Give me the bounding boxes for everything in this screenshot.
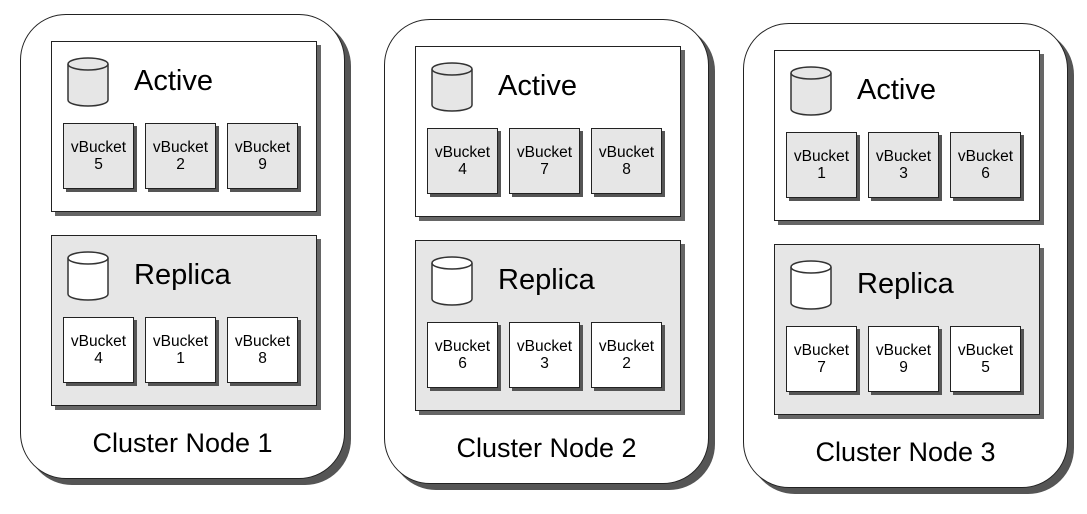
replica-panel: Replica vBucket 7 vBucket 9 vBucket 5	[774, 244, 1040, 415]
vbucket-label: vBucket	[234, 333, 291, 350]
cluster-node-label: Cluster Node 2	[456, 433, 637, 463]
vbucket-number: 6	[458, 355, 467, 372]
vbucket: vBucket 4	[427, 128, 498, 194]
database-icon	[67, 251, 109, 301]
replica-title: Replica	[857, 268, 954, 300]
vbucket-number: 5	[981, 359, 990, 376]
vbucket: vBucket 3	[509, 322, 580, 388]
cluster-node-2: Active vBucket 4 vBucket 7 vBucket 8 Rep…	[384, 19, 709, 484]
vbucket-number: 1	[817, 165, 826, 182]
replica-title: Replica	[498, 264, 595, 296]
vbucket-number: 4	[94, 350, 103, 367]
replica-panel: Replica vBucket 4 vBucket 1 vBucket 8	[51, 235, 317, 406]
vbucket-label: vBucket	[434, 338, 491, 355]
vbucket-number: 8	[258, 350, 267, 367]
vbucket-label: vBucket	[875, 148, 932, 165]
vbucket: vBucket 1	[786, 132, 857, 198]
vbucket: vBucket 7	[509, 128, 580, 194]
vbucket-label: vBucket	[516, 144, 573, 161]
cluster-node-label: Cluster Node 1	[92, 428, 273, 458]
vbucket-label: vBucket	[598, 338, 655, 355]
vbucket-number: 1	[176, 350, 185, 367]
vbucket-label: vBucket	[70, 333, 127, 350]
vbucket-number: 8	[622, 161, 631, 178]
vbucket-label: vBucket	[70, 139, 127, 156]
vbucket-label: vBucket	[793, 342, 850, 359]
vbucket-label: vBucket	[434, 144, 491, 161]
vbucket: vBucket 9	[868, 326, 939, 392]
vbucket-label: vBucket	[152, 139, 209, 156]
vbucket-number: 3	[540, 355, 549, 372]
database-icon	[431, 256, 473, 306]
vbucket-number: 2	[622, 355, 631, 372]
active-title: Active	[857, 74, 936, 106]
vbucket-number: 2	[176, 156, 185, 173]
vbucket-number: 7	[540, 161, 549, 178]
cluster-node-3: Active vBucket 1 vBucket 3 vBucket 6 Rep…	[743, 23, 1068, 488]
vbucket-number: 3	[899, 165, 908, 182]
database-icon	[790, 260, 832, 310]
vbucket-number: 4	[458, 161, 467, 178]
vbucket-label: vBucket	[875, 342, 932, 359]
cluster-node-1: Active vBucket 5 vBucket 2 vBucket 9 Rep…	[20, 14, 345, 479]
database-icon	[67, 57, 109, 107]
database-icon	[790, 66, 832, 116]
vbucket-label: vBucket	[516, 338, 573, 355]
vbucket: vBucket 7	[786, 326, 857, 392]
vbucket-number: 6	[981, 165, 990, 182]
active-panel: Active vBucket 4 vBucket 7 vBucket 8	[415, 46, 681, 217]
vbucket-number: 9	[258, 156, 267, 173]
vbucket: vBucket 4	[63, 317, 134, 383]
vbucket: vBucket 2	[591, 322, 662, 388]
active-title: Active	[498, 70, 577, 102]
vbucket: vBucket 3	[868, 132, 939, 198]
vbucket: vBucket 2	[145, 123, 216, 189]
vbucket-label: vBucket	[234, 139, 291, 156]
replica-panel: Replica vBucket 6 vBucket 3 vBucket 2	[415, 240, 681, 411]
vbucket: vBucket 9	[227, 123, 298, 189]
vbucket-label: vBucket	[957, 342, 1014, 359]
vbucket-number: 7	[817, 359, 826, 376]
vbucket-label: vBucket	[793, 148, 850, 165]
active-title: Active	[134, 65, 213, 97]
vbucket: vBucket 8	[227, 317, 298, 383]
vbucket-label: vBucket	[152, 333, 209, 350]
active-panel: Active vBucket 5 vBucket 2 vBucket 9	[51, 41, 317, 212]
vbucket: vBucket 1	[145, 317, 216, 383]
vbucket: vBucket 5	[950, 326, 1021, 392]
cluster-node-label: Cluster Node 3	[815, 437, 996, 467]
vbucket: vBucket 6	[950, 132, 1021, 198]
vbucket-label: vBucket	[598, 144, 655, 161]
vbucket: vBucket 6	[427, 322, 498, 388]
database-icon	[431, 62, 473, 112]
vbucket-label: vBucket	[957, 148, 1014, 165]
vbucket-number: 5	[94, 156, 103, 173]
replica-title: Replica	[134, 259, 231, 291]
vbucket: vBucket 8	[591, 128, 662, 194]
active-panel: Active vBucket 1 vBucket 3 vBucket 6	[774, 50, 1040, 221]
vbucket-number: 9	[899, 359, 908, 376]
vbucket: vBucket 5	[63, 123, 134, 189]
